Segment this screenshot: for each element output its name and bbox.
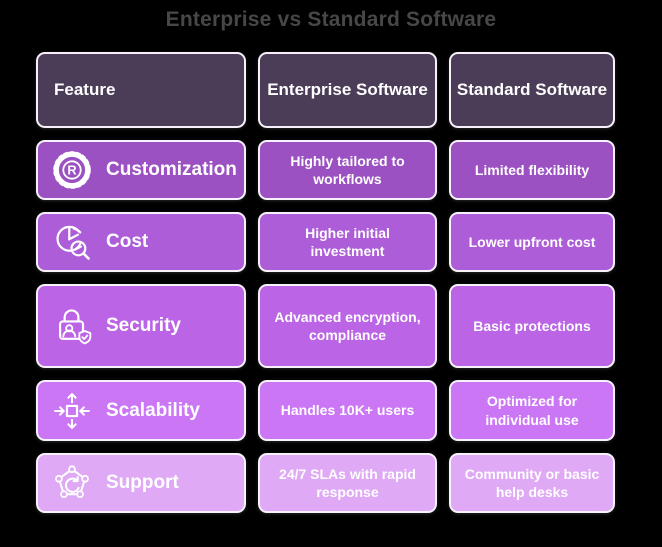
- feature-label: Security: [106, 315, 181, 336]
- standard-cell-cost: Lower upfront cost: [449, 212, 615, 272]
- header-feature: Feature: [36, 52, 246, 128]
- lock-user-shield-icon: [50, 304, 94, 348]
- page-title: Enterprise vs Standard Software: [165, 8, 497, 31]
- feature-cell-cost: Cost: [36, 212, 246, 272]
- header-standard-software: Standard Software: [449, 52, 615, 128]
- comparison-table: Feature Enterprise Software Standard Sof…: [36, 52, 662, 513]
- feature-cell-customization: R Customization: [36, 140, 246, 200]
- feature-label: Customization: [106, 159, 237, 180]
- pie-chart-magnifier-icon: [50, 220, 94, 264]
- feature-cell-security: Security: [36, 284, 246, 368]
- enterprise-cell-cost: Higher initial investment: [258, 212, 437, 272]
- feature-label: Scalability: [106, 399, 200, 421]
- enterprise-cell-support: 24/7 SLAs with rapid response: [258, 453, 437, 513]
- standard-cell-support: Community or basic help desks: [449, 453, 615, 513]
- standard-cell-security: Basic protections: [449, 284, 615, 368]
- enterprise-cell-customization: Highly tailored to workflows: [258, 140, 437, 200]
- resize-arrows-icon: [50, 389, 94, 433]
- enterprise-cell-scalability: Handles 10K+ users: [258, 380, 437, 441]
- header-enterprise-software: Enterprise Software: [258, 52, 437, 128]
- feature-cell-support: Support: [36, 453, 246, 513]
- standard-cell-customization: Limited flexibility: [449, 140, 615, 200]
- feature-cell-scalability: Scalability: [36, 380, 246, 441]
- svg-text:R: R: [67, 163, 76, 178]
- standard-cell-scalability: Optimized for individual use: [449, 380, 615, 441]
- gear-registered-icon: R: [50, 148, 94, 192]
- feature-label: Support: [106, 472, 179, 493]
- network-refresh-icon: [50, 461, 94, 505]
- enterprise-cell-security: Advanced encryption, compliance: [258, 284, 437, 368]
- feature-label: Cost: [106, 231, 149, 252]
